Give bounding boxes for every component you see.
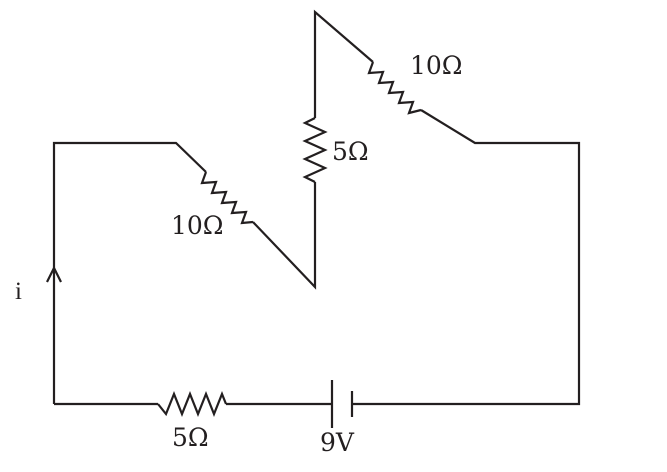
resistor-top-diagonal-zigzag	[367, 61, 422, 115]
resistor-bottom-zigzag	[157, 391, 228, 417]
resistor-left-diagonal-label: 10Ω	[171, 211, 224, 240]
right-wire	[352, 109, 581, 406]
middle-wire-lower	[252, 182, 317, 290]
left-wire	[52, 141, 207, 404]
resistor-middle-vertical-zigzag	[302, 117, 328, 183]
resistor-middle-vertical-label: 5Ω	[332, 137, 369, 166]
resistor-bottom-label: 5Ω	[172, 423, 209, 452]
battery-label: 9V	[320, 428, 355, 457]
current-label: i	[15, 278, 22, 305]
current-arrow-icon	[46, 265, 62, 283]
resistor-top-diagonal-label: 10Ω	[410, 51, 463, 80]
middle-wire-upper	[313, 9, 374, 118]
resistor-left-diagonal-zigzag	[200, 171, 254, 225]
